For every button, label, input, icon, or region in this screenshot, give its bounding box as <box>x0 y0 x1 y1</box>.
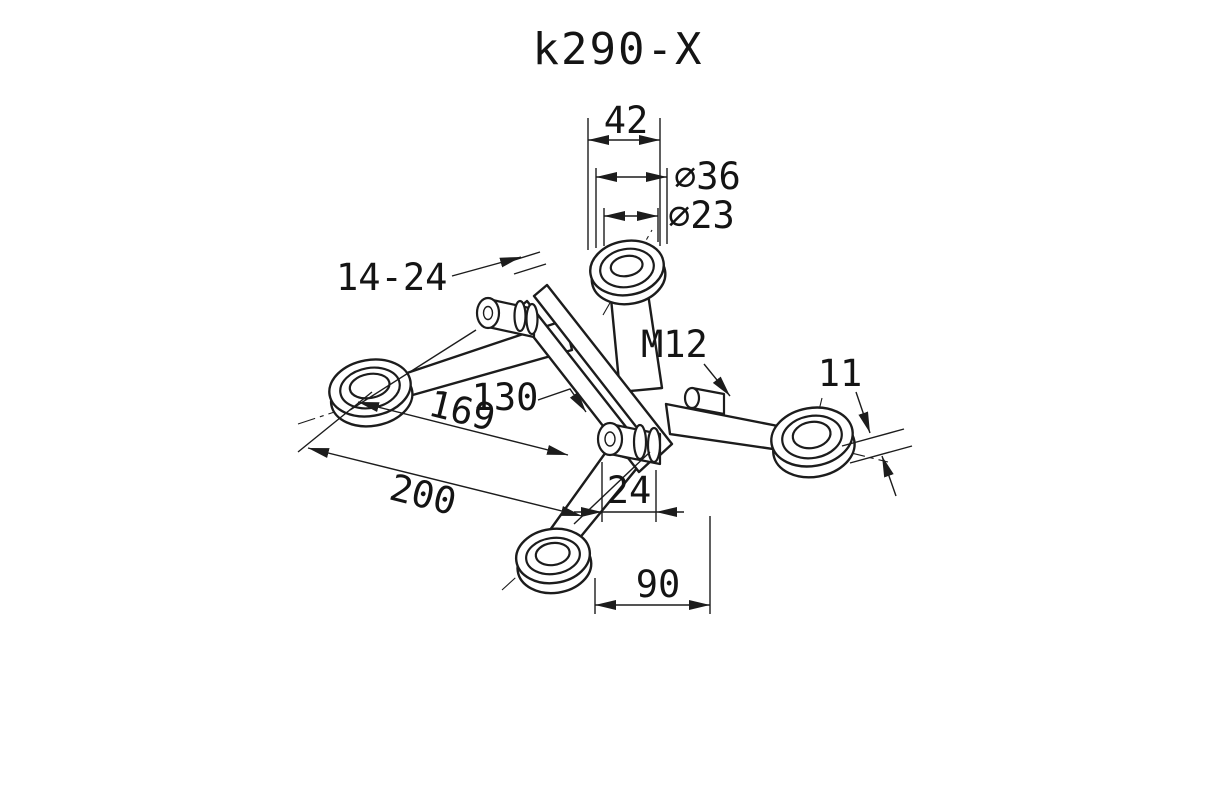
ext-11-lower <box>849 445 913 464</box>
center-boss-face <box>596 421 624 457</box>
clamp-plate-front <box>532 283 674 458</box>
upper-bolt-boss <box>475 296 539 339</box>
dim-glass-range-label: 14-24 <box>336 256 447 299</box>
dimline-169 <box>357 401 569 456</box>
dim-dia36-label: ∅36 <box>674 155 741 198</box>
drawing-title: k290-X <box>533 24 704 75</box>
dim-130-label: 130 <box>472 376 539 419</box>
ring-bottom-bore <box>534 541 571 567</box>
ring-right <box>770 406 856 479</box>
leader-14-24 <box>451 256 522 277</box>
upper-boss-face <box>475 296 501 330</box>
ring-top <box>589 239 667 306</box>
dim-90-label: 90 <box>636 563 681 606</box>
dimension-labels: k290-X 42 ∅36 ∅23 14-24 M12 11 169 130 2… <box>336 24 862 606</box>
center-boss-washer-1 <box>632 423 648 461</box>
dim-dia23-label: ∅23 <box>668 194 735 237</box>
ring-left-bore <box>348 372 391 400</box>
dimline-200 <box>307 447 583 517</box>
ext-upper-boss <box>349 329 477 411</box>
center-boss-washer-2 <box>646 426 662 464</box>
upper-boss-washer-2 <box>525 302 539 336</box>
clamp-jaw-line-2 <box>513 263 547 275</box>
ext-11-upper <box>841 428 905 447</box>
dim-m12-label: M12 <box>641 323 708 366</box>
leader-130 <box>537 388 587 413</box>
clamp-jaw-line-1 <box>507 251 541 263</box>
m12-stud-face <box>683 386 701 410</box>
dimension-lines <box>297 118 913 614</box>
dim-42-label: 42 <box>604 99 649 142</box>
spider-body <box>328 239 856 595</box>
ring-bottom <box>514 527 593 595</box>
dim-11-label: 11 <box>818 352 863 395</box>
dim-200-label: 200 <box>385 466 460 524</box>
leader-m12 <box>703 363 731 397</box>
ring-top-bore <box>609 254 644 278</box>
upper-boss-bore <box>482 305 494 321</box>
upper-boss-washer-1 <box>513 299 527 333</box>
center-boss-bore <box>604 431 616 447</box>
arrow-11-upper <box>855 391 871 434</box>
dim-24-label: 24 <box>607 469 652 512</box>
ring-right-bore <box>791 420 832 450</box>
arrow-11-lower <box>881 455 897 497</box>
